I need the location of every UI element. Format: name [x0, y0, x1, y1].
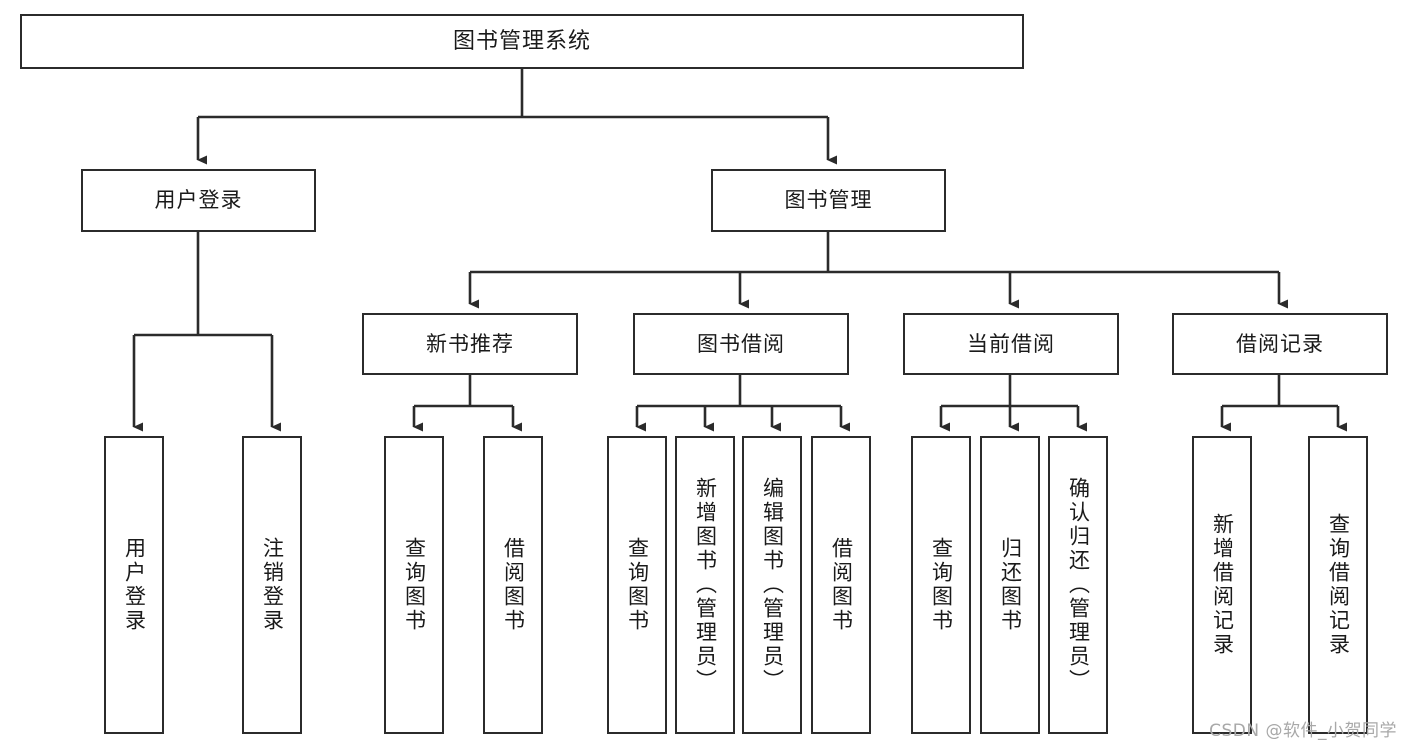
- node-label: 查询图书: [625, 537, 650, 633]
- node-leaf-logout[interactable]: 注销登录: [242, 436, 302, 734]
- node-label: 新增借阅记录: [1210, 513, 1235, 657]
- node-leaf-edit-book[interactable]: 编辑图书（管理员）: [742, 436, 802, 734]
- node-label: 借阅记录: [1236, 331, 1324, 356]
- node-leaf-query-book-2[interactable]: 查询图书: [607, 436, 667, 734]
- node-label: 图书借阅: [697, 331, 785, 356]
- node-label: 新书推荐: [426, 331, 514, 356]
- node-book-borrow[interactable]: 图书借阅: [633, 313, 849, 375]
- node-leaf-query-record[interactable]: 查询借阅记录: [1308, 436, 1368, 734]
- node-label: 用户登录: [122, 537, 147, 633]
- node-label: 查询图书: [929, 537, 954, 633]
- node-label: 查询图书: [402, 537, 427, 633]
- node-leaf-confirm-return[interactable]: 确认归还（管理员）: [1048, 436, 1108, 734]
- node-label: 新增图书（管理员）: [693, 477, 718, 693]
- node-label: 图书管理系统: [452, 28, 591, 54]
- node-label: 图书管理: [784, 188, 873, 213]
- node-label: 注销登录: [260, 537, 285, 633]
- node-label: 归还图书: [998, 537, 1023, 633]
- node-leaf-query-book-3[interactable]: 查询图书: [911, 436, 971, 734]
- node-new-book-recommend[interactable]: 新书推荐: [362, 313, 578, 375]
- node-leaf-borrow-book-2[interactable]: 借阅图书: [811, 436, 871, 734]
- node-label: 借阅图书: [501, 537, 526, 633]
- node-user-login[interactable]: 用户登录: [81, 169, 316, 232]
- node-leaf-user-login[interactable]: 用户登录: [104, 436, 164, 734]
- node-label: 用户登录: [154, 188, 243, 213]
- node-leaf-add-book[interactable]: 新增图书（管理员）: [675, 436, 735, 734]
- node-leaf-borrow-book-1[interactable]: 借阅图书: [483, 436, 543, 734]
- node-label: 查询借阅记录: [1326, 513, 1351, 657]
- node-label: 借阅图书: [829, 537, 854, 633]
- node-label: 当前借阅: [967, 331, 1055, 356]
- node-leaf-add-record[interactable]: 新增借阅记录: [1192, 436, 1252, 734]
- node-current-borrow[interactable]: 当前借阅: [903, 313, 1119, 375]
- node-label: 确认归还（管理员）: [1066, 477, 1091, 693]
- node-label: 编辑图书（管理员）: [760, 477, 785, 693]
- node-leaf-query-book-1[interactable]: 查询图书: [384, 436, 444, 734]
- node-book-manage[interactable]: 图书管理: [711, 169, 946, 232]
- node-leaf-return-book[interactable]: 归还图书: [980, 436, 1040, 734]
- node-borrow-record[interactable]: 借阅记录: [1172, 313, 1388, 375]
- node-root-system[interactable]: 图书管理系统: [20, 14, 1024, 69]
